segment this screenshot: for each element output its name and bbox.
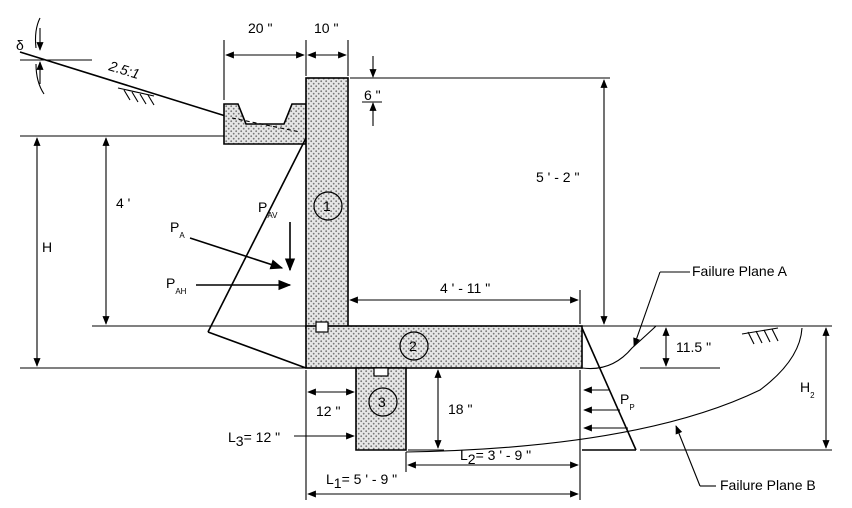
backfill-slope-line (19, 51, 233, 119)
active-pressure-top (207, 137, 307, 333)
dim-h2-label: H2 (800, 379, 815, 400)
dim-6-label: 6 " (364, 87, 381, 103)
pav-label: PAV (258, 199, 278, 220)
dim-18-label: 18 " (448, 401, 472, 417)
wall-stem (305, 77, 349, 329)
dim-l2-label: L2= 3 ' - 9 " (460, 447, 531, 467)
dim-20-label: 20 " (248, 20, 272, 36)
gutter-drain (223, 103, 307, 145)
dim-10-label: 10 " (314, 20, 338, 36)
delta-label: δ (16, 37, 24, 53)
dim-4-11-label: 4 ' - 11 " (440, 280, 490, 296)
gutter-dash (231, 117, 301, 133)
dim-11-5-label: 11.5 " (676, 339, 711, 355)
toe-hatch-symbol (741, 327, 779, 345)
circle-3-label: 3 (378, 394, 386, 410)
circle-2 (399, 331, 429, 361)
dim-h-label: H (42, 239, 52, 255)
failure-plane-a-arrow (633, 271, 661, 347)
failure-plane-b-label: Failure Plane B (720, 477, 816, 493)
circle-1 (313, 191, 343, 221)
failure-plane-a-label: Failure Plane A (692, 263, 788, 279)
dim-12-label: 12 " (316, 403, 340, 419)
failure-plane-b-arrow (675, 425, 701, 487)
pa-arrow (189, 237, 284, 270)
dim-4-label: 4 ' (116, 195, 130, 211)
circle-3 (368, 387, 398, 417)
dim-l1-label: L1= 5 ' - 9 " (326, 471, 397, 491)
slope-ratio-label: 2.5:1 (106, 57, 141, 82)
key-notch (373, 367, 389, 377)
dim-5-2-label: 5 ' - 2 " (536, 169, 579, 185)
pah-label: PAH (166, 275, 187, 296)
stem-notch (315, 321, 329, 333)
dim-l3-label: L3= 12 " (228, 429, 280, 449)
failure-plane-b-curve (405, 327, 803, 453)
active-pressure-bottom (207, 331, 307, 369)
pa-label: PA (170, 219, 185, 240)
failure-plane-a-curve (581, 325, 657, 370)
slope-hatch-symbol (117, 87, 155, 106)
pp-label: PP (620, 391, 635, 412)
circle-1-label: 1 (323, 198, 331, 214)
shear-key (355, 367, 407, 451)
slope-angle-arc-lower (35, 63, 45, 95)
base-slab (305, 325, 583, 369)
circle-2-label: 2 (409, 338, 417, 354)
passive-pressure-hyp (581, 327, 637, 451)
slope-angle-arc (34, 17, 41, 49)
